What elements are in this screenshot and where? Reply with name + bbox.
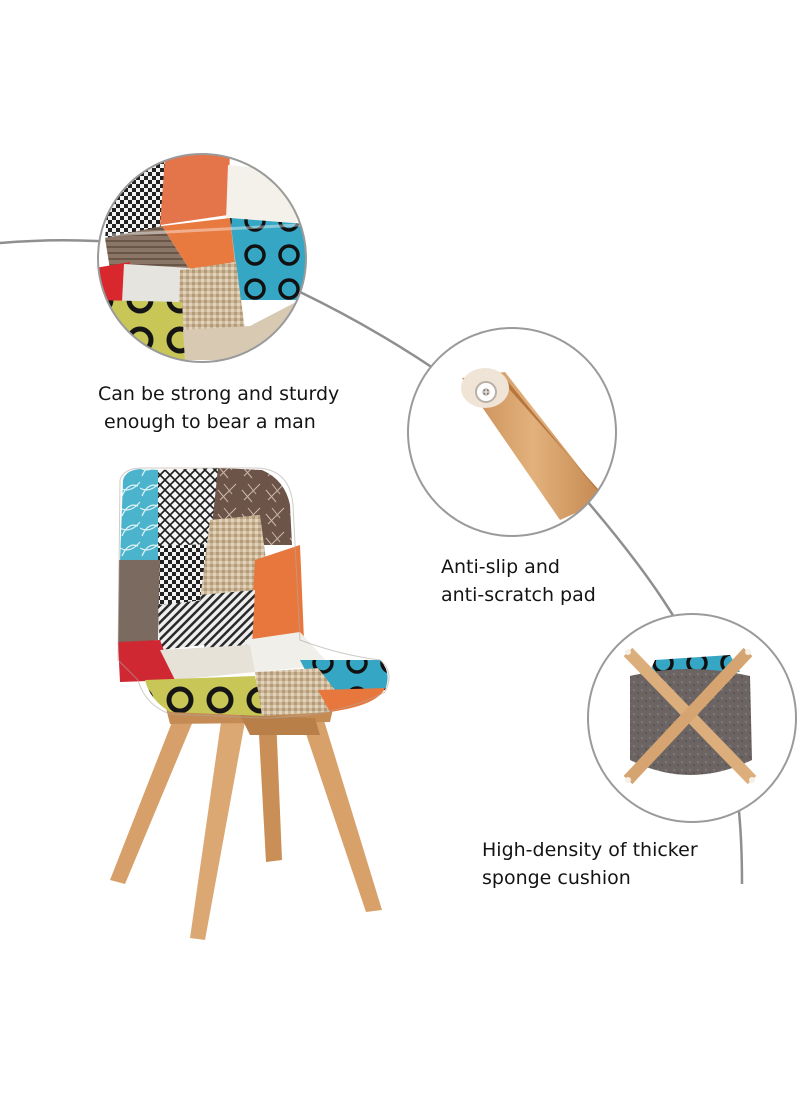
feature-line: sponge cushion [482,867,631,889]
feature-label-cushion: High-density of thicker sponge cushion [482,836,698,892]
chair-legs [110,700,382,940]
feature-label-pad: Anti-slip and anti-scratch pad [441,553,596,609]
feature-line: Anti-slip and [441,556,560,578]
detail-circle-fabric [98,154,306,362]
feature-line: enough to bear a man [104,411,316,433]
feature-line: Can be strong and sturdy [98,383,340,405]
patchwork-chair [110,467,390,940]
detail-circle-pad [408,328,616,536]
feature-label-sturdy: Can be strong and sturdy enough to bear … [98,380,339,436]
detail-circle-cushion [588,614,796,822]
feature-line: anti-scratch pad [441,584,596,606]
feature-line: High-density of thicker [482,839,698,861]
